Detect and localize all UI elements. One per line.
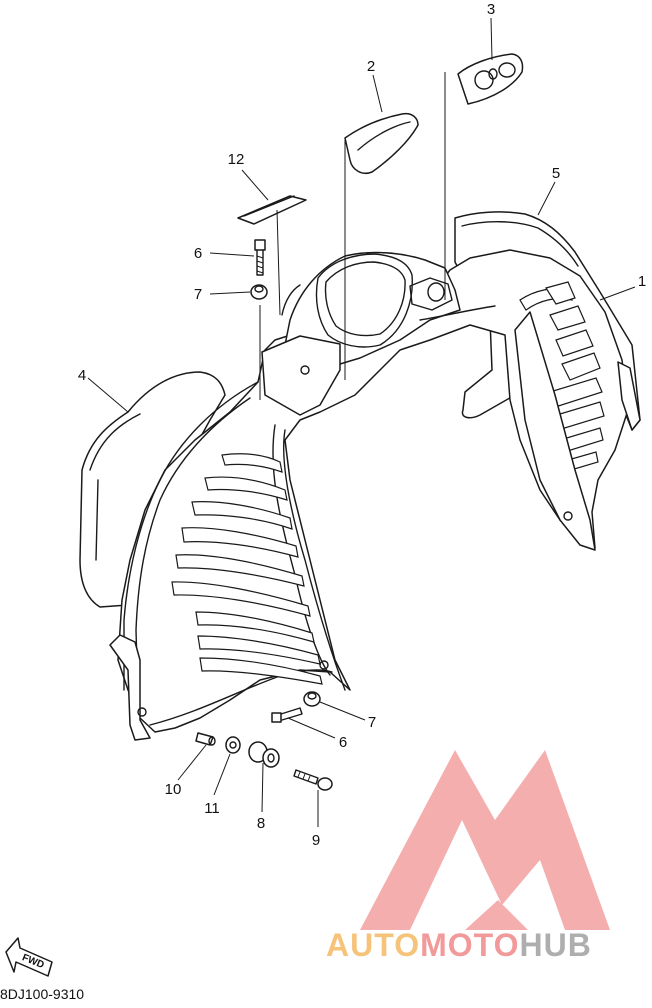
leader-lines [87,17,636,827]
part-12-strip [237,195,307,225]
fastener-7-lower-grommet [303,691,321,707]
callout-8: 8 [257,815,265,832]
part-2-panel-piece [344,112,419,174]
fastener-11-washer [225,736,241,754]
callout-11: 11 [204,800,220,817]
callout-9: 9 [312,832,320,849]
part-3-panel-with-holes [457,53,524,105]
fastener-9-bolt [293,769,333,791]
logo-text-hub: HUB [519,927,591,963]
callout-7-lower: 7 [368,714,376,731]
fastener-8-grommet [248,741,280,768]
diagram-code: 8DJ100-9310 [0,986,85,1002]
svg-text:AUTOMOTOHUB: AUTOMOTOHUB [326,927,592,963]
fastener-10-collar [195,732,216,746]
logo-text-auto: AUTO [326,927,420,963]
fastener-7-upper-grommet [250,284,268,300]
callout-3: 3 [487,1,495,18]
automotohub-logo: AUTOMOTOHUB [326,750,610,963]
callout-6-upper: 6 [194,245,202,262]
callout-10: 10 [165,781,182,798]
callout-7-upper: 7 [194,286,202,303]
callout-6-lower: 6 [339,734,347,751]
callout-5: 5 [552,165,560,182]
callout-1: 1 [638,273,646,290]
fastener-6-lower-bolt [271,707,303,723]
callouts: 1 2 3 4 5 6 6 7 7 8 9 10 11 12 [78,1,646,849]
callout-12: 12 [228,151,245,168]
logo-text-moto: MOTO [420,927,519,963]
callout-4: 4 [78,367,86,384]
left-ribs [171,453,323,685]
fwd-arrow-icon: FWD [5,937,53,977]
fastener-6-upper-bolt [254,239,266,276]
part-1-inner-panel [109,249,641,741]
callout-2: 2 [367,58,375,75]
